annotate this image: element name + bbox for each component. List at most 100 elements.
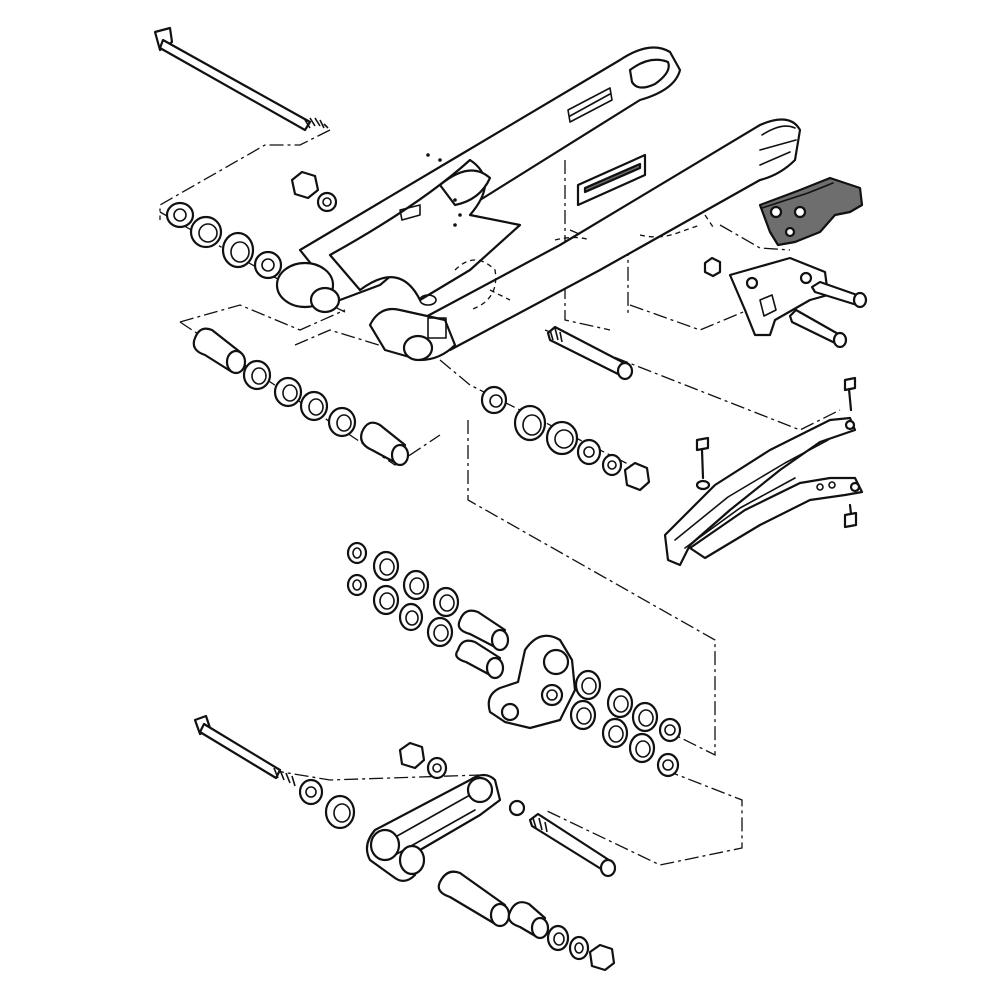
swingarm-left-vent — [567, 87, 613, 123]
pivot-nut — [588, 943, 616, 972]
needle-bearing-inner — [308, 398, 324, 416]
left-collar-group — [192, 327, 410, 467]
chain-guide-bracket-hole — [799, 271, 813, 285]
relay-arm-pivot-bore — [542, 648, 570, 676]
needle-bearing — [513, 404, 547, 442]
connecting-rod-bore-2 — [398, 844, 426, 876]
chain-guide-screw — [695, 436, 710, 480]
chain-guide-washer — [695, 479, 711, 491]
needle-bearing-inner — [433, 624, 449, 642]
chain-guide-bracket-hole — [745, 276, 759, 290]
decal-stripe — [583, 162, 642, 194]
relay-arm — [487, 634, 682, 778]
oil-seal-inner — [613, 695, 629, 713]
swingarm-rivet — [453, 223, 457, 227]
leader-pivot-shaft — [159, 129, 331, 220]
right-pivot-stack — [480, 385, 651, 492]
oil-seal-inner — [635, 740, 651, 758]
chain-guide-screw — [843, 503, 858, 529]
short-collar-end — [530, 916, 550, 940]
swingarm-tab — [399, 204, 421, 221]
leader-right-pivot — [294, 329, 396, 351]
oil-seal-inner — [638, 709, 654, 727]
bolt-head — [832, 331, 848, 349]
bolt — [810, 280, 862, 307]
dust-seal — [658, 717, 682, 743]
thrust-cover-hole — [574, 942, 584, 954]
relay-arm-collar-end — [485, 656, 505, 680]
shock-mount-bolt-thread — [273, 767, 296, 787]
swingarm-cross-opening — [438, 169, 492, 207]
leader-right-stack — [439, 359, 651, 476]
long-collar-end — [225, 349, 247, 375]
thrust-cover — [165, 201, 195, 229]
chain-guide-mount-hole — [844, 419, 856, 431]
thrust-cover-hole — [583, 446, 595, 458]
chain-guide-arm — [688, 476, 864, 560]
swingarm-right-pivot-bore — [402, 334, 434, 362]
short-collar-end — [390, 443, 410, 467]
leader-relay-link — [467, 420, 716, 757]
pivot-nut — [398, 741, 426, 770]
pivot-washer-hole — [432, 763, 442, 773]
oil-seal-inner — [282, 384, 298, 402]
connecting-rod-end-bore — [466, 776, 494, 804]
chain-guide — [663, 376, 864, 567]
dust-seal-inner — [664, 724, 676, 736]
swingarm-hidden-contour-right — [639, 214, 716, 238]
needle-bearing-inner — [576, 707, 592, 725]
warning-decal — [576, 153, 647, 207]
shock-mount-bolt — [193, 714, 356, 830]
dust-seal — [346, 573, 368, 597]
leader-lower-bolt — [269, 769, 481, 781]
oil-seal-inner — [409, 577, 425, 595]
lower-collar-stack — [437, 870, 616, 972]
swingarm-right-axle-slot — [759, 125, 797, 166]
needle-bearing-inner — [581, 677, 597, 695]
pivot-nut — [623, 461, 651, 492]
pivot-washer-hole — [322, 197, 332, 207]
chain-guard-bracket-edge — [761, 182, 834, 209]
chain-guard-bracket-hole — [784, 226, 796, 238]
bolt-thread — [549, 327, 563, 343]
dust-seal-inner — [352, 547, 362, 559]
connecting-rod-bore — [369, 828, 401, 862]
chain-guide-screw — [843, 376, 857, 412]
swingarm-rivet — [426, 153, 430, 157]
pivot-collar-inner — [489, 394, 503, 408]
thrust-cover — [568, 935, 590, 961]
chain-guide-hole — [816, 483, 824, 491]
connecting-rod — [365, 741, 617, 882]
swingarm-left-pivot-bore — [309, 286, 341, 314]
oil-seal-inner — [608, 725, 624, 743]
swingarm-rivet — [453, 198, 457, 202]
pivot-nut — [290, 170, 320, 200]
leader-left-collar-group — [179, 304, 346, 331]
bolt-head — [599, 858, 617, 878]
pivot-washer — [298, 778, 324, 806]
needle-bearing-inner — [251, 367, 267, 385]
pivot-collar — [480, 385, 508, 415]
oil-seal-inner — [379, 592, 395, 610]
chain-guide-bracket — [703, 256, 868, 349]
swingarm-right-arm — [418, 118, 802, 352]
needle-bearing-inner — [439, 594, 455, 612]
leader-decal — [564, 160, 611, 331]
swingarm-right-pivot-window — [427, 317, 447, 339]
swingarm — [275, 46, 802, 362]
bracket-nut — [703, 256, 722, 278]
relay-arm-lower-bore-inner — [546, 689, 558, 701]
dust-seal-inner — [554, 429, 574, 449]
dust-seal — [656, 752, 680, 778]
chain-guard-bracket-hole — [793, 205, 807, 219]
chain-guide-channel — [674, 439, 829, 549]
bolt-head — [616, 361, 634, 381]
pivot-shaft-thread — [304, 117, 329, 129]
left-pivot-stack — [165, 170, 338, 280]
thrust-cover-hole — [173, 208, 187, 222]
long-collar-end — [489, 902, 511, 928]
bolt — [788, 308, 842, 345]
chain-guard-bracket — [758, 176, 864, 247]
chain-guide-body — [663, 416, 857, 567]
